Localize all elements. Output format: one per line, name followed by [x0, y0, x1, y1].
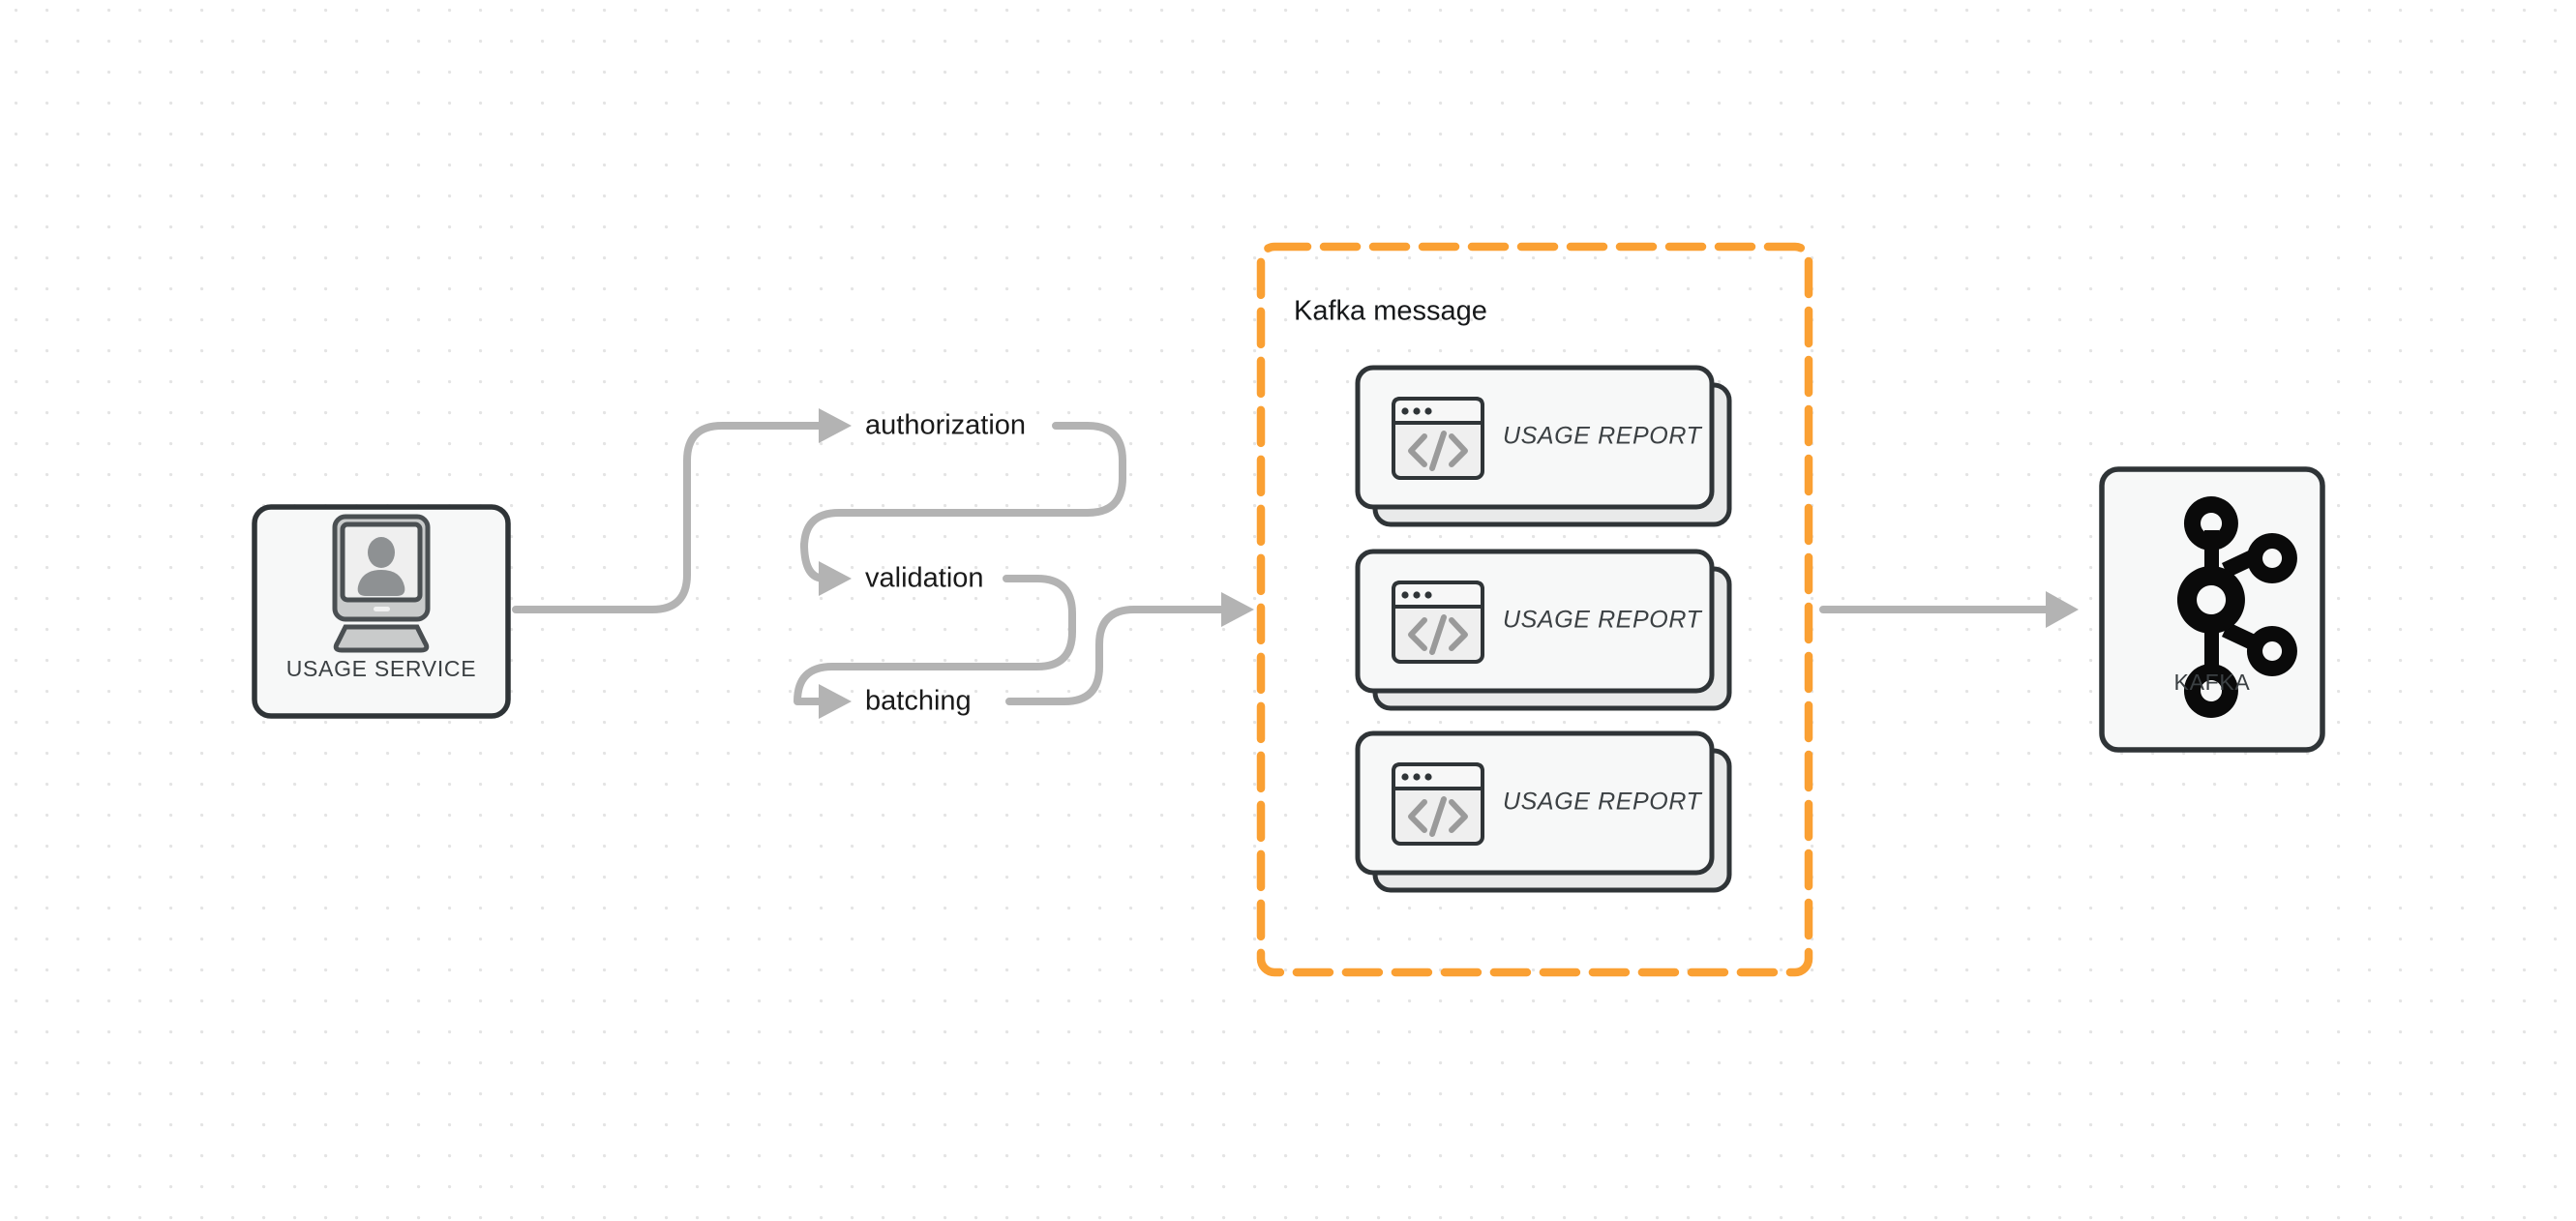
- kafka-message-frame: [1256, 242, 1813, 977]
- code-window-dot-3-icon: [1424, 407, 1432, 415]
- code-window-dot-1-icon: [1401, 407, 1409, 415]
- code-angle-left-icon: [1408, 433, 1427, 467]
- code-window-icon: [1392, 762, 1484, 846]
- code-slash-icon: [1429, 614, 1447, 655]
- kafka-node-center: [2176, 566, 2245, 634]
- code-window-icon: [1392, 581, 1484, 664]
- code-window-titlebar-icon: [1392, 397, 1484, 425]
- code-window-titlebar-icon: [1392, 581, 1484, 609]
- usage-service-label: USAGE SERVICE: [286, 656, 477, 681]
- kafka-label: KAFKA: [2174, 670, 2251, 695]
- monitor-user-icon: [332, 514, 431, 653]
- step-label-validation: validation: [865, 563, 984, 594]
- step-label-batching: batching: [865, 686, 972, 717]
- edge-layer: [512, 408, 2079, 719]
- code-window-icon: [1392, 397, 1484, 480]
- code-angle-left-icon: [1408, 617, 1427, 651]
- edge-path-4: [1005, 606, 1231, 705]
- code-angle-right-icon: [1449, 433, 1468, 467]
- code-window-dot-2-icon: [1413, 407, 1421, 415]
- edge-authorization-to-validation: [800, 422, 1126, 596]
- usage-report-card-1-label: USAGE REPORT: [1503, 423, 1703, 450]
- code-window-dot-2-icon: [1413, 591, 1421, 599]
- edge-batching-to-kafka-message: [1005, 592, 1254, 705]
- code-window-dot-1-icon: [1401, 591, 1409, 599]
- edge-arrowhead-kafka-message: [1221, 592, 1254, 627]
- code-slash-icon: [1429, 796, 1447, 837]
- code-slash-icon: [1429, 431, 1447, 471]
- monitor-led-icon: [374, 607, 390, 611]
- edge-arrowhead-batching: [819, 684, 852, 719]
- edge-path-3: [794, 575, 1076, 705]
- code-angle-right-icon: [1449, 799, 1468, 833]
- kafka-message-title: Kafka message: [1294, 296, 1487, 327]
- usage-report-card-1[interactable]: USAGE REPORT: [1355, 365, 1732, 527]
- usage-report-card-2-label: USAGE REPORT: [1503, 607, 1703, 634]
- code-window-dot-1-icon: [1401, 773, 1409, 781]
- step-label-authorization: authorization: [865, 410, 1026, 441]
- kafka-node-lower-right: [2246, 626, 2297, 676]
- code-angle-left-icon: [1408, 799, 1427, 833]
- kafka-node-bottom: [2183, 664, 2238, 718]
- edge-arrowhead-kafka: [2046, 591, 2079, 628]
- monitor-stand-icon: [333, 624, 430, 653]
- edge-path-1: [512, 422, 828, 613]
- kafka-node-top: [2183, 496, 2238, 551]
- kafka-message-group[interactable]: Kafka message USAGE REPORT: [1256, 242, 1813, 977]
- user-silhouette-icon: [357, 537, 405, 596]
- edge-kafka-message-to-kafka: [1819, 591, 2079, 628]
- kafka-node-upper-right: [2246, 533, 2297, 583]
- code-window-dot-3-icon: [1424, 773, 1432, 781]
- usage-report-card-2[interactable]: USAGE REPORT: [1355, 549, 1732, 711]
- edge-arrowhead-validation: [819, 561, 852, 596]
- edge-service-to-authorization: [512, 408, 852, 613]
- code-window-dot-3-icon: [1424, 591, 1432, 599]
- node-usage-service[interactable]: USAGE SERVICE: [252, 504, 511, 719]
- code-angle-right-icon: [1449, 617, 1468, 651]
- node-kafka[interactable]: KAFKA: [2099, 466, 2325, 753]
- code-window-dot-2-icon: [1413, 773, 1421, 781]
- code-window-titlebar-icon: [1392, 762, 1484, 790]
- usage-report-card-3[interactable]: USAGE REPORT: [1355, 730, 1732, 893]
- kafka-logo-icon: [2176, 496, 2297, 718]
- edge-arrowhead-authorization: [819, 408, 852, 443]
- edge-path-2: [800, 422, 1126, 582]
- edge-validation-to-batching: [794, 575, 1076, 719]
- usage-report-card-3-label: USAGE REPORT: [1503, 789, 1703, 816]
